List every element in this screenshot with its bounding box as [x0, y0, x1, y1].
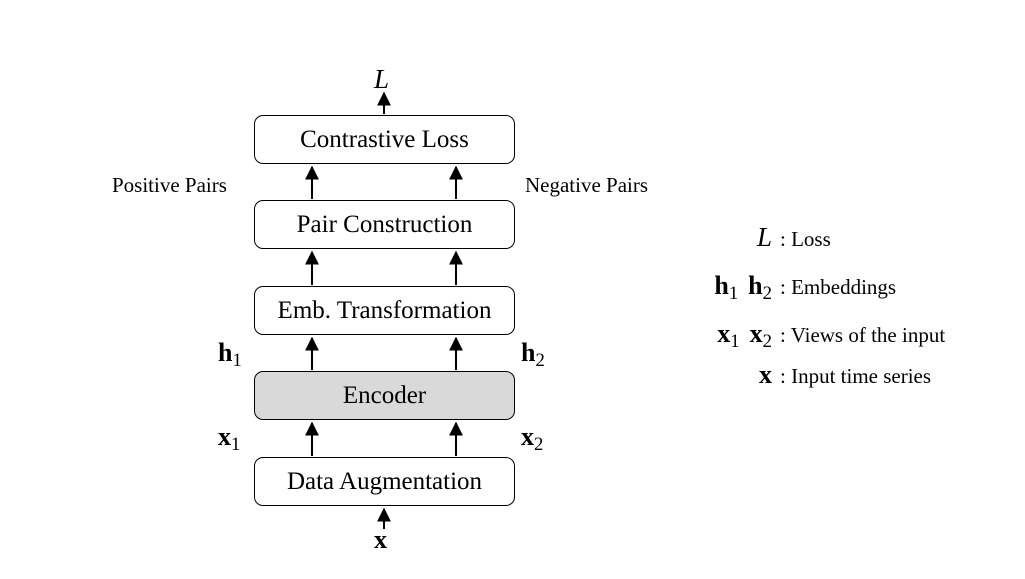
legend-loss-text: : Loss: [780, 227, 831, 251]
negative-pairs-label: Negative Pairs: [525, 173, 649, 197]
encoder-label: Encoder: [342, 381, 427, 409]
legend-input: x : Input time series: [700, 362, 931, 389]
legend-loss-symbol: L: [756, 222, 772, 252]
loss-output-symbol: L: [374, 64, 390, 94]
contrastive-loss-box: Contrastive Loss: [254, 115, 515, 164]
legend-embeddings-text: : Embeddings: [780, 275, 897, 299]
legend-input-symbol: x: [759, 360, 772, 389]
encoder-box: Encoder: [254, 371, 515, 420]
h1-label: h1: [218, 338, 242, 372]
data-augmentation-box: Data Augmentation: [254, 457, 515, 506]
x1-label: x1: [218, 422, 241, 456]
legend-input-text: : Input time series: [780, 364, 932, 388]
x2-label: x2: [521, 422, 544, 456]
legend-views-text: : Views of the input: [780, 323, 946, 347]
legend-loss: L : Loss: [700, 224, 831, 252]
positive-pairs-label: Positive Pairs: [112, 173, 227, 197]
pair-construction-label: Pair Construction: [296, 210, 473, 238]
emb-transformation-box: Emb. Transformation: [254, 286, 515, 335]
data-augmentation-label: Data Augmentation: [286, 467, 483, 495]
input-symbol: x: [374, 525, 387, 554]
pair-construction-box: Pair Construction: [254, 200, 515, 249]
emb-transformation-label: Emb. Transformation: [277, 296, 492, 324]
contrastive-loss-label: Contrastive Loss: [300, 125, 469, 153]
h2-label: h2: [521, 338, 545, 372]
